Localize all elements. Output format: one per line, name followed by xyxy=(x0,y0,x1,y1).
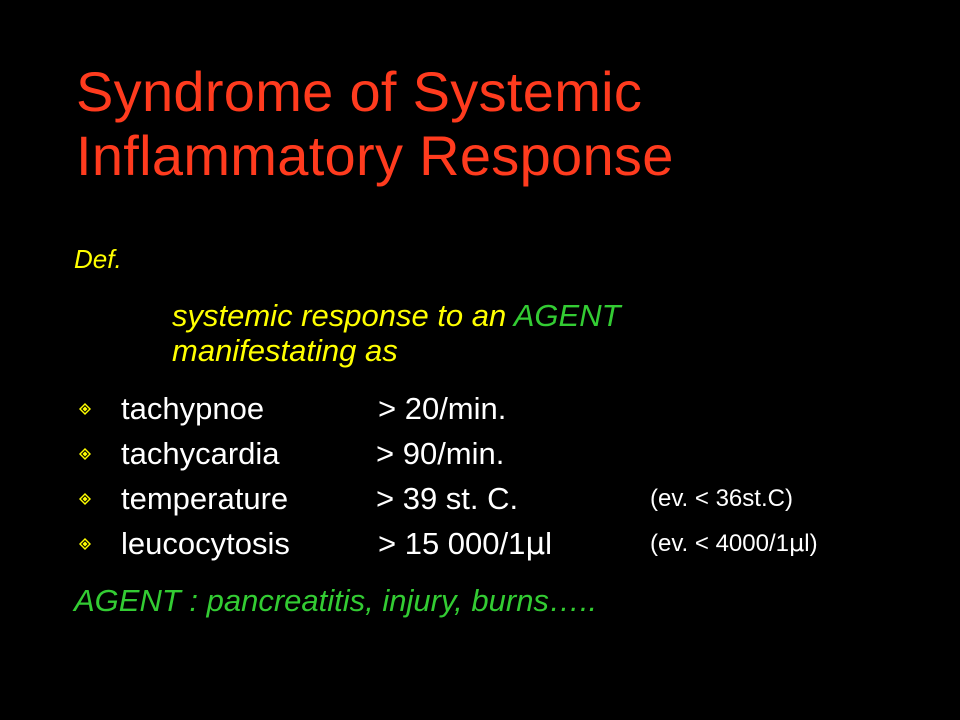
criteria-item-leucocytosis: leucocytosis > 15 000/1μl (ev. < 4000/1μ… xyxy=(76,521,946,566)
criteria-item-tachypnoe: tachypnoe > 20/min. xyxy=(76,386,946,431)
criteria-note-prefix: (ev. < 4000/1 xyxy=(650,530,789,557)
definition-text: systemic response to an AGENT manifestat… xyxy=(172,298,621,368)
diamond-bullet-icon xyxy=(79,403,91,415)
criteria-note-suffix: l) xyxy=(804,530,818,557)
definition-label: Def. xyxy=(74,244,122,274)
criteria-note: (ev. < 36st.C) xyxy=(650,485,793,512)
criteria-item-tachycardia: tachycardia > 90/min. xyxy=(76,431,946,476)
criteria-value-suffix: l xyxy=(545,526,553,561)
criteria-value: > 90/min. xyxy=(376,436,505,471)
criteria-value: > 39 st. C. xyxy=(376,481,519,516)
criteria-name: tachypnoe xyxy=(121,391,265,426)
criteria-item-temperature: temperature > 39 st. C. (ev. < 36st.C) xyxy=(76,476,946,521)
definition-text-start: systemic response to an xyxy=(172,298,514,333)
criteria-value: > 15 000/1μl xyxy=(378,521,552,567)
slide-title-line-2: Inflammatory Response xyxy=(76,124,674,187)
diamond-bullet-icon xyxy=(79,493,91,505)
criteria-name: tachycardia xyxy=(121,436,280,471)
criteria-value: > 20/min. xyxy=(378,391,507,426)
definition-agent-word: AGENT xyxy=(513,298,621,333)
diamond-bullet-icon xyxy=(79,448,91,460)
agent-examples: AGENT : pancreatitis, injury, burns….. xyxy=(74,583,598,618)
criteria-name: temperature xyxy=(121,481,289,516)
criteria-list: tachypnoe > 20/min. tachycardia > 90/min… xyxy=(76,386,946,566)
criteria-note: (ev. < 4000/1μl) xyxy=(650,521,818,566)
criteria-name: leucocytosis xyxy=(121,526,290,561)
micro-symbol: μ xyxy=(788,529,805,557)
slide-title-line-1: Syndrome of Systemic xyxy=(76,60,643,123)
micro-symbol: μ xyxy=(525,526,546,562)
criteria-value-prefix: > 15 000/1 xyxy=(378,526,526,561)
diamond-bullet-icon xyxy=(79,538,91,550)
definition-text-end: manifestating as xyxy=(172,333,398,368)
slide-title: Syndrome of Systemic Inflammatory Respon… xyxy=(76,60,936,188)
